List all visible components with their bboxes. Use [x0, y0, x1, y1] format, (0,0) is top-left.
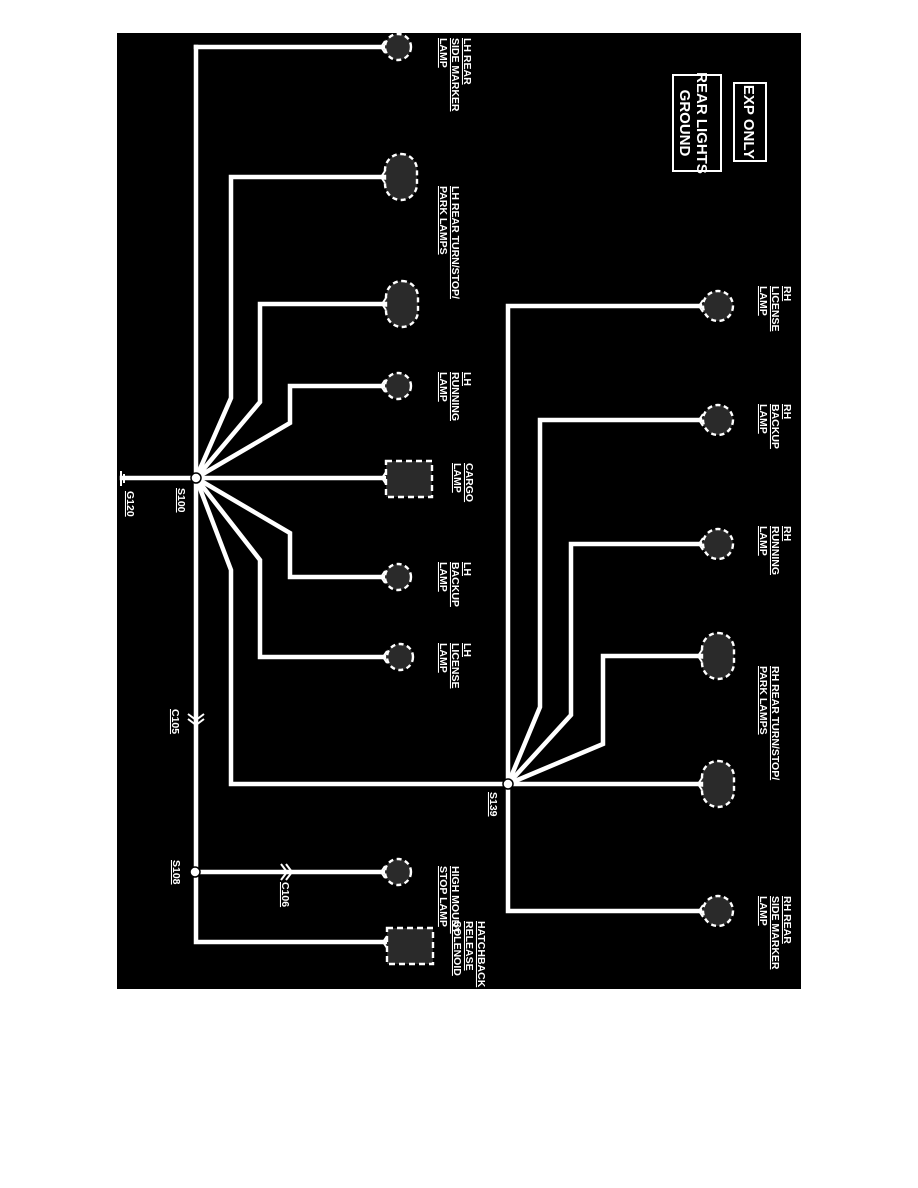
splice-label-s100: S100	[175, 488, 187, 513]
lamp-icon-lh-rear-turn-stop-park	[379, 152, 419, 202]
label-lh-license: LH LICENSE LAMP	[437, 643, 473, 689]
label-line: CARGO	[463, 463, 475, 502]
label-line: LAMP	[437, 643, 449, 673]
label-line: SOLENOID	[451, 921, 463, 976]
label-rh-running: RH RUNNING LAMP	[757, 526, 793, 575]
title-exp-only: EXP ONLY	[740, 85, 757, 159]
splice-label-s139: S139	[487, 792, 499, 817]
lamp-icon-rh-rear-turn-stop-park	[696, 631, 736, 681]
label-line: HATCHBACK	[475, 921, 487, 988]
label-high-mount-stop: HIGH MOUNT STOP LAMP	[437, 866, 461, 934]
label-line: RH REAR TURN/STOP/	[769, 666, 781, 780]
label-line: RUNNING	[449, 372, 461, 421]
label-cargo: CARGO LAMP	[451, 463, 475, 502]
lamp-icon-lh-rear-turn-stop-park-2	[380, 279, 420, 329]
solenoid-icon-hatchback-release	[381, 926, 435, 966]
label-line: LAMP	[437, 562, 449, 592]
label-line: STOP LAMP	[437, 866, 449, 927]
label-rh-rear-side-marker: RH REAR SIDE MARKER LAMP	[757, 896, 793, 970]
label-line: LH REAR TURN/STOP/	[449, 186, 461, 299]
title-box: EXP ONLY REAR LIGHTS GROUND	[672, 72, 767, 174]
label-rh-license: RH LICENSE LAMP	[757, 286, 793, 332]
label-line: LICENSE	[769, 286, 781, 332]
lamp-icon-rh-running	[697, 527, 735, 561]
lamp-icon-rh-rear-side-marker	[697, 894, 735, 928]
label-line: HIGH MOUNT	[449, 866, 461, 934]
label-line: SIDE MARKER	[449, 38, 461, 112]
connector-c106-icon	[280, 863, 294, 881]
label-line: LAMP	[437, 38, 449, 68]
ground-label-g120: G120	[124, 491, 136, 517]
label-line: LH	[461, 643, 473, 657]
lamp-icon-lh-backup	[379, 562, 413, 592]
label-hatchback-release-solenoid: HATCHBACK RELEASE SOLENOID	[451, 921, 487, 988]
label-line: RH	[781, 286, 793, 301]
label-line: LAMP	[451, 463, 463, 493]
ground-symbol-icon	[120, 471, 125, 486]
lamp-icon-lh-rear-side-marker	[379, 32, 413, 62]
lamp-icon-lh-running	[379, 371, 413, 401]
label-line: LAMP	[757, 526, 769, 556]
splice-label-s108: S108	[170, 860, 182, 885]
label-lh-backup: LH BACKUP LAMP	[437, 562, 473, 607]
label-line: LH REAR	[461, 38, 473, 85]
label-line: LICENSE	[449, 643, 461, 689]
label-line: LH	[461, 562, 473, 576]
lamp-icon-high-mount-stop	[379, 857, 413, 887]
label-line: LAMP	[437, 372, 449, 402]
lamp-icon-cargo	[380, 459, 434, 499]
label-line: LAMP	[757, 286, 769, 316]
label-line: SIDE MARKER	[769, 896, 781, 970]
label-line: RH	[781, 404, 793, 419]
label-line: BACKUP	[449, 562, 461, 607]
label-line: LH	[461, 372, 473, 386]
label-lh-rear-side-marker: LH REAR SIDE MARKER LAMP	[437, 38, 473, 112]
title-ground: GROUND	[676, 90, 693, 157]
label-rh-backup: RH BACKUP LAMP	[757, 404, 793, 449]
label-lh-rear-turn-stop-park: LH REAR TURN/STOP/ PARK LAMPS	[437, 186, 461, 299]
label-line: PARK LAMPS	[437, 186, 449, 255]
label-lh-running: LH RUNNING LAMP	[437, 372, 473, 421]
splice-s108	[189, 866, 201, 878]
connector-c105-icon	[187, 713, 205, 727]
splice-s100	[190, 472, 202, 484]
label-line: RH REAR	[781, 896, 793, 944]
label-line: LAMP	[757, 404, 769, 434]
label-line: BACKUP	[769, 404, 781, 449]
label-line: LAMP	[757, 896, 769, 926]
splice-s139	[502, 778, 514, 790]
label-rh-rear-turn-stop-park: RH REAR TURN/STOP/ PARK LAMPS	[757, 666, 781, 780]
lamp-icon-lh-license	[381, 642, 415, 672]
lamp-icon-rh-rear-turn-stop-park-2	[696, 759, 736, 809]
label-line: RELEASE	[463, 921, 475, 971]
wires	[119, 44, 703, 945]
connector-label-c106: C106	[279, 882, 291, 907]
label-line: RH	[781, 526, 793, 541]
lamp-icon-rh-license	[697, 289, 735, 323]
label-line: PARK LAMPS	[757, 666, 769, 735]
connector-label-c105: C105	[169, 709, 181, 734]
lamp-icon-rh-backup	[697, 403, 735, 437]
label-line: RUNNING	[769, 526, 781, 575]
title-rear-lights: REAR LIGHTS	[693, 72, 710, 174]
